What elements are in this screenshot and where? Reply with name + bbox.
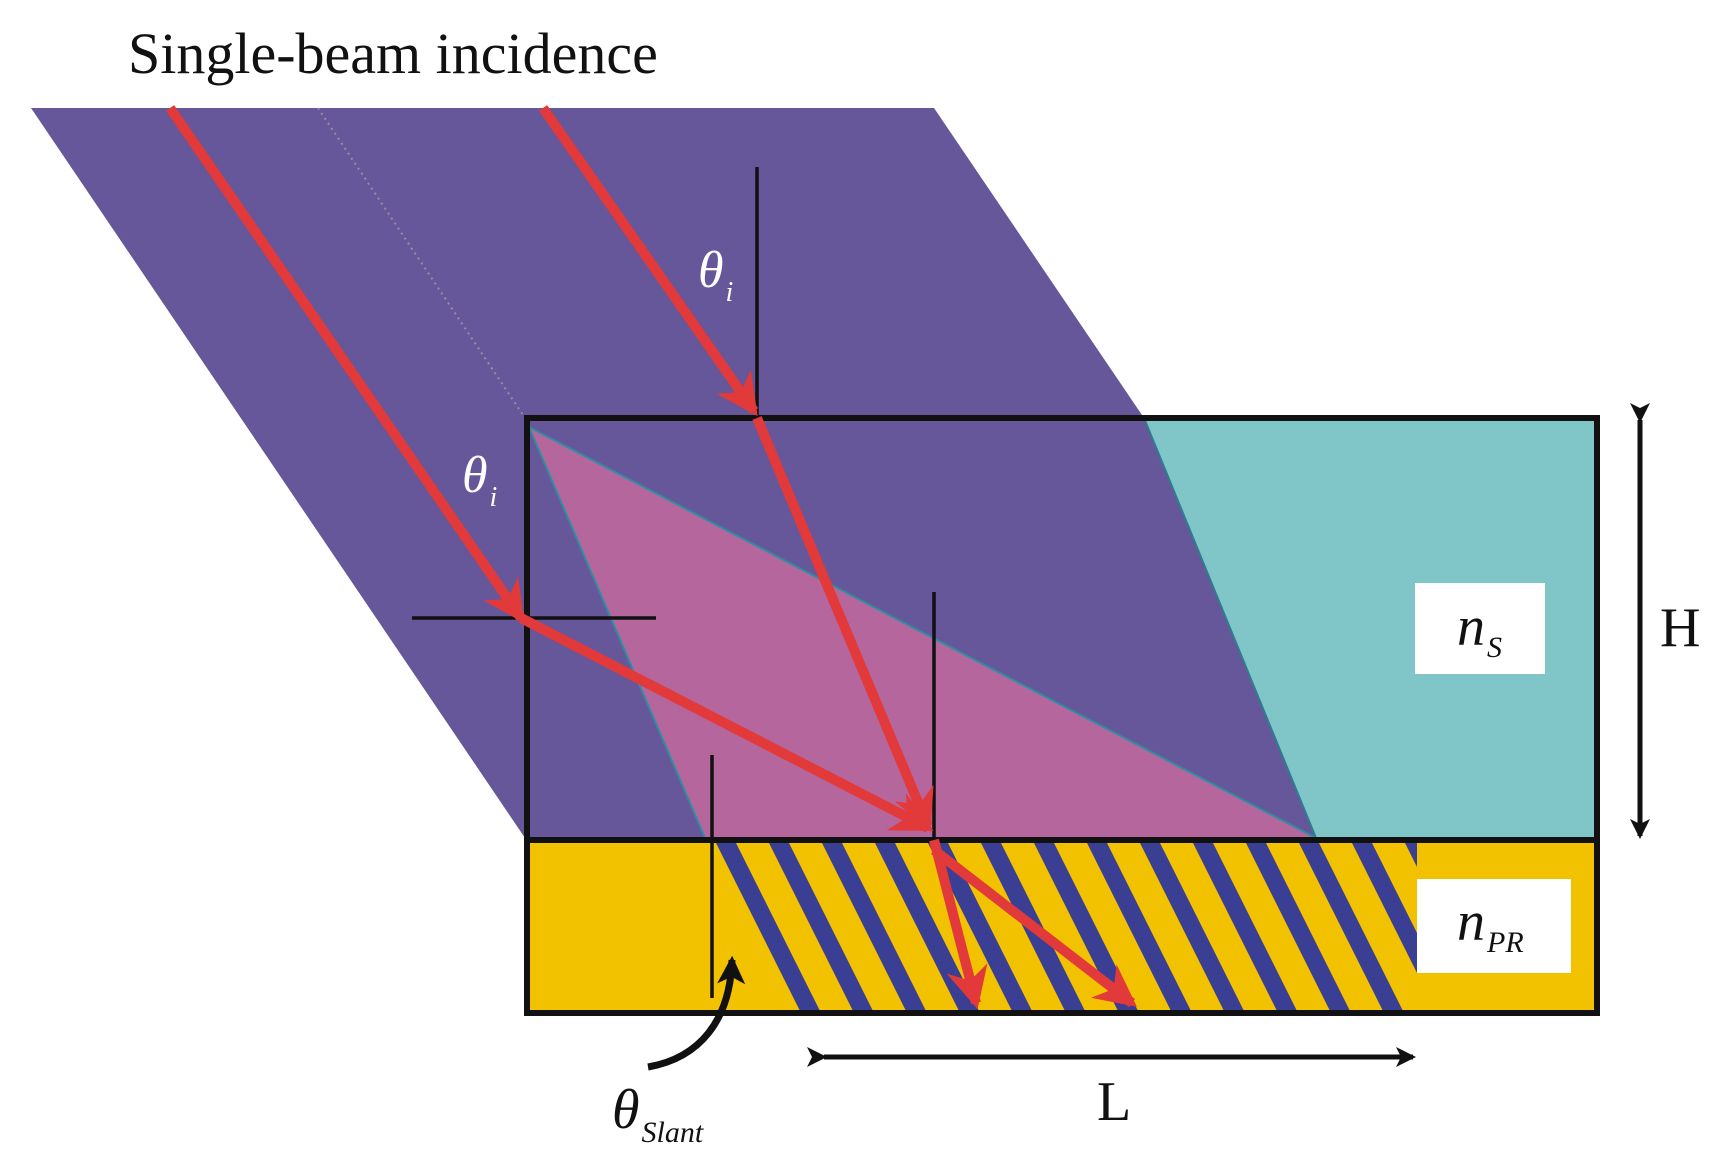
ray-1-incident: [165, 105, 526, 624]
ray-2-refracted: [752, 416, 934, 832]
grating-fringe-stripe: [1299, 843, 1403, 1010]
beam-edge-line: [1143, 417, 1317, 839]
ray-2-incident: [538, 105, 759, 417]
theta-i-left-label: θi: [462, 447, 497, 513]
ns-label-box: [1415, 583, 1545, 674]
grating-fringes: [716, 843, 1417, 1010]
incident-beam-band: [31, 108, 1316, 838]
interference-edge-right: [528, 426, 1317, 839]
grating-fringe-stripe: [1352, 843, 1417, 973]
theta-slant-label: θSlant: [612, 1079, 704, 1149]
grating-fringe-stripe: [1193, 843, 1297, 1010]
interference-edge-left: [528, 426, 706, 839]
grating-fringe-stripe: [1087, 843, 1191, 1010]
ray-transmitted-shallow: [930, 846, 1137, 1007]
photoresist-outline: [524, 837, 1600, 1016]
grating-fringe-stripe: [1405, 843, 1417, 867]
ns-label: nS: [1457, 596, 1502, 664]
ray-transmitted-steep: [929, 838, 988, 1010]
substrate-right-region: [1144, 418, 1595, 838]
ray-1-refracted: [518, 613, 934, 833]
grating-fringe-stripe: [1140, 843, 1244, 1010]
beam-divider-dotted: [317, 107, 526, 419]
grating-fringe-stripe: [769, 843, 873, 1010]
slant-angle-pointer: [647, 955, 746, 1071]
grating-fringe-stripe: [928, 843, 1032, 1010]
npr-label-box: [1417, 879, 1571, 973]
diagram-title: Single-beam incidence: [128, 21, 658, 86]
height-label: H: [1660, 597, 1700, 659]
grating-fringe-stripe: [1246, 843, 1350, 1010]
length-label: L: [1097, 1071, 1131, 1133]
theta-i-top-label: θi: [698, 242, 733, 308]
grating-fringe-stripe: [822, 843, 926, 1010]
grating-fringe-stripe: [716, 843, 820, 1010]
npr-label: nPR: [1457, 891, 1524, 959]
